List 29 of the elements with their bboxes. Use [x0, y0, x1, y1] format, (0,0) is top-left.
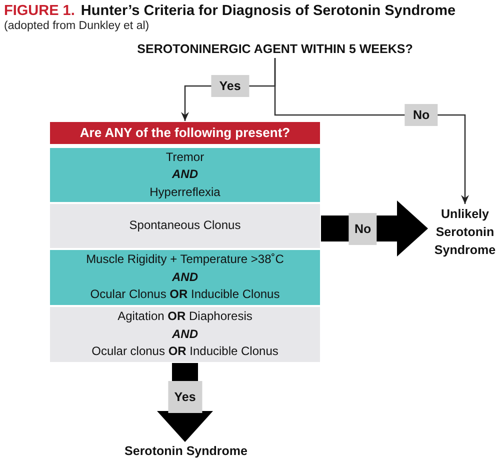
conjunction-text: AND — [172, 166, 198, 184]
criterion-text: Agitation OR Diaphoresis — [118, 308, 252, 326]
criterion-text: Ocular clonus OR Inducible Clonus — [92, 343, 278, 360]
criterion-text: Muscle Rigidity + Temperature >38˚C — [86, 251, 284, 268]
edge-label: Yes — [211, 75, 249, 97]
criterion-text: Spontaneous Clonus — [129, 217, 241, 234]
block-arrow — [321, 200, 428, 256]
criterion-text: SEROTONINERGIC AGENT WITHIN 5 WEEKS? — [137, 40, 413, 58]
criteria-box — [50, 204, 320, 248]
conjunction-text: AND — [172, 268, 198, 286]
edge-label: No — [348, 212, 378, 244]
header-box — [50, 122, 320, 144]
conjunction-text: AND — [172, 326, 198, 343]
criteria-box — [50, 148, 320, 202]
criteria-box — [50, 307, 320, 362]
criterion-text: Tremor — [166, 148, 204, 166]
criterion-text: Ocular Clonus OR Inducible Clonus — [90, 286, 280, 304]
criterion-text: Serotonin Syndrome — [124, 443, 248, 460]
caption: (adopted from Dunkley et al) — [4, 20, 150, 32]
edge-label: Yes — [168, 380, 202, 413]
figure-number: FIGURE 1. — [4, 3, 75, 19]
criterion-text: Are ANY of the following present? — [80, 124, 290, 142]
arrow — [274, 58, 469, 204]
criteria-box — [50, 250, 320, 305]
edge-label: No — [404, 104, 438, 126]
block-arrow — [157, 363, 213, 442]
criterion-text: Unlikely Serotonin Syndrome — [433, 206, 497, 260]
criterion-text: Hyperreflexia — [150, 184, 220, 201]
diagram-title: Hunter’s Criteria for Diagnosis of Serotonin Syndrome — [80, 3, 456, 19]
